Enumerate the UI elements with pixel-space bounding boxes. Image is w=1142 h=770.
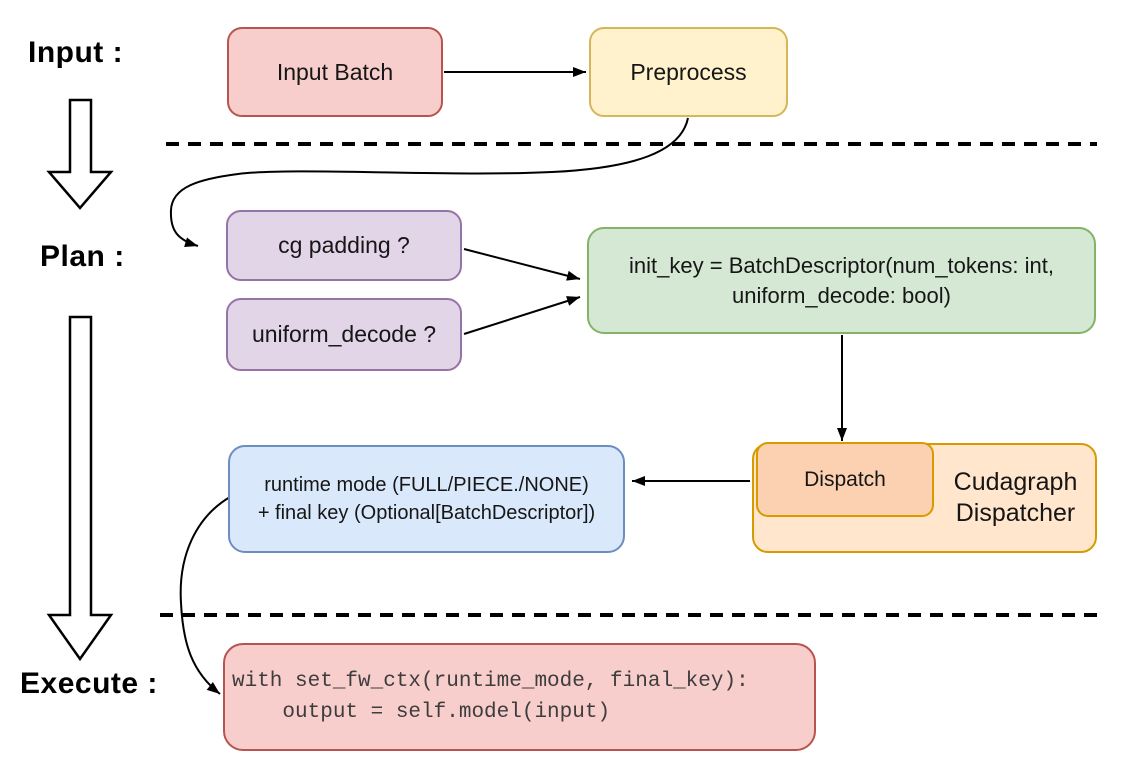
execute-code-line2: output = self.model(input) xyxy=(232,701,611,724)
preprocess-label: Preprocess xyxy=(630,58,747,85)
execute-code-node: with set_fw_ctx(runtime_mode, final_key)… xyxy=(223,643,816,751)
plan-stage-down-arrow-icon xyxy=(46,315,114,662)
uniform-decode-label: uniform_decode ? xyxy=(251,321,437,347)
cg-padding-label: cg padding ? xyxy=(278,232,410,258)
stage-label-input: Input : xyxy=(28,36,124,69)
arrow-preprocess-to-cgpadding xyxy=(169,117,689,248)
cudagraph-dispatcher-line2: Dispatcher xyxy=(955,499,1076,527)
init-key-line2: uniform_decode: bool) xyxy=(732,282,951,308)
cg-padding-node: cg padding ? xyxy=(226,210,462,281)
runtime-result-line2: + final key (Optional[BatchDescriptor]) xyxy=(257,502,596,524)
stage-label-execute: Execute : xyxy=(20,667,158,700)
cudagraph-dispatcher-label: Cudagraph Dispatcher xyxy=(934,443,1097,553)
dispatch-node: Dispatch xyxy=(756,442,934,517)
uniform-decode-node: uniform_decode ? xyxy=(226,298,462,371)
init-key-line1: init_key = BatchDescriptor(num_tokens: i… xyxy=(629,252,1054,278)
init-key-node: init_key = BatchDescriptor(num_tokens: i… xyxy=(587,227,1096,334)
input-batch-node: Input Batch xyxy=(227,27,443,117)
input-stage-down-arrow-icon xyxy=(46,98,114,210)
dispatch-label: Dispatch xyxy=(804,467,886,491)
execute-code-line1: with set_fw_ctx(runtime_mode, final_key)… xyxy=(232,670,749,693)
runtime-result-node: runtime mode (FULL/PIECE./NONE) + final … xyxy=(228,445,625,553)
arrow-runtime-to-execute xyxy=(179,496,231,695)
cudagraph-dispatcher-line1: Cudagraph xyxy=(953,468,1078,496)
input-batch-label: Input Batch xyxy=(276,58,394,85)
preprocess-node: Preprocess xyxy=(589,27,788,117)
runtime-result-line1: runtime mode (FULL/PIECE./NONE) xyxy=(264,474,589,496)
stage-label-plan: Plan : xyxy=(40,240,125,273)
arrow-cgpadding-to-initkey xyxy=(463,248,581,281)
arrow-uniformdecode-to-initkey xyxy=(463,296,581,335)
